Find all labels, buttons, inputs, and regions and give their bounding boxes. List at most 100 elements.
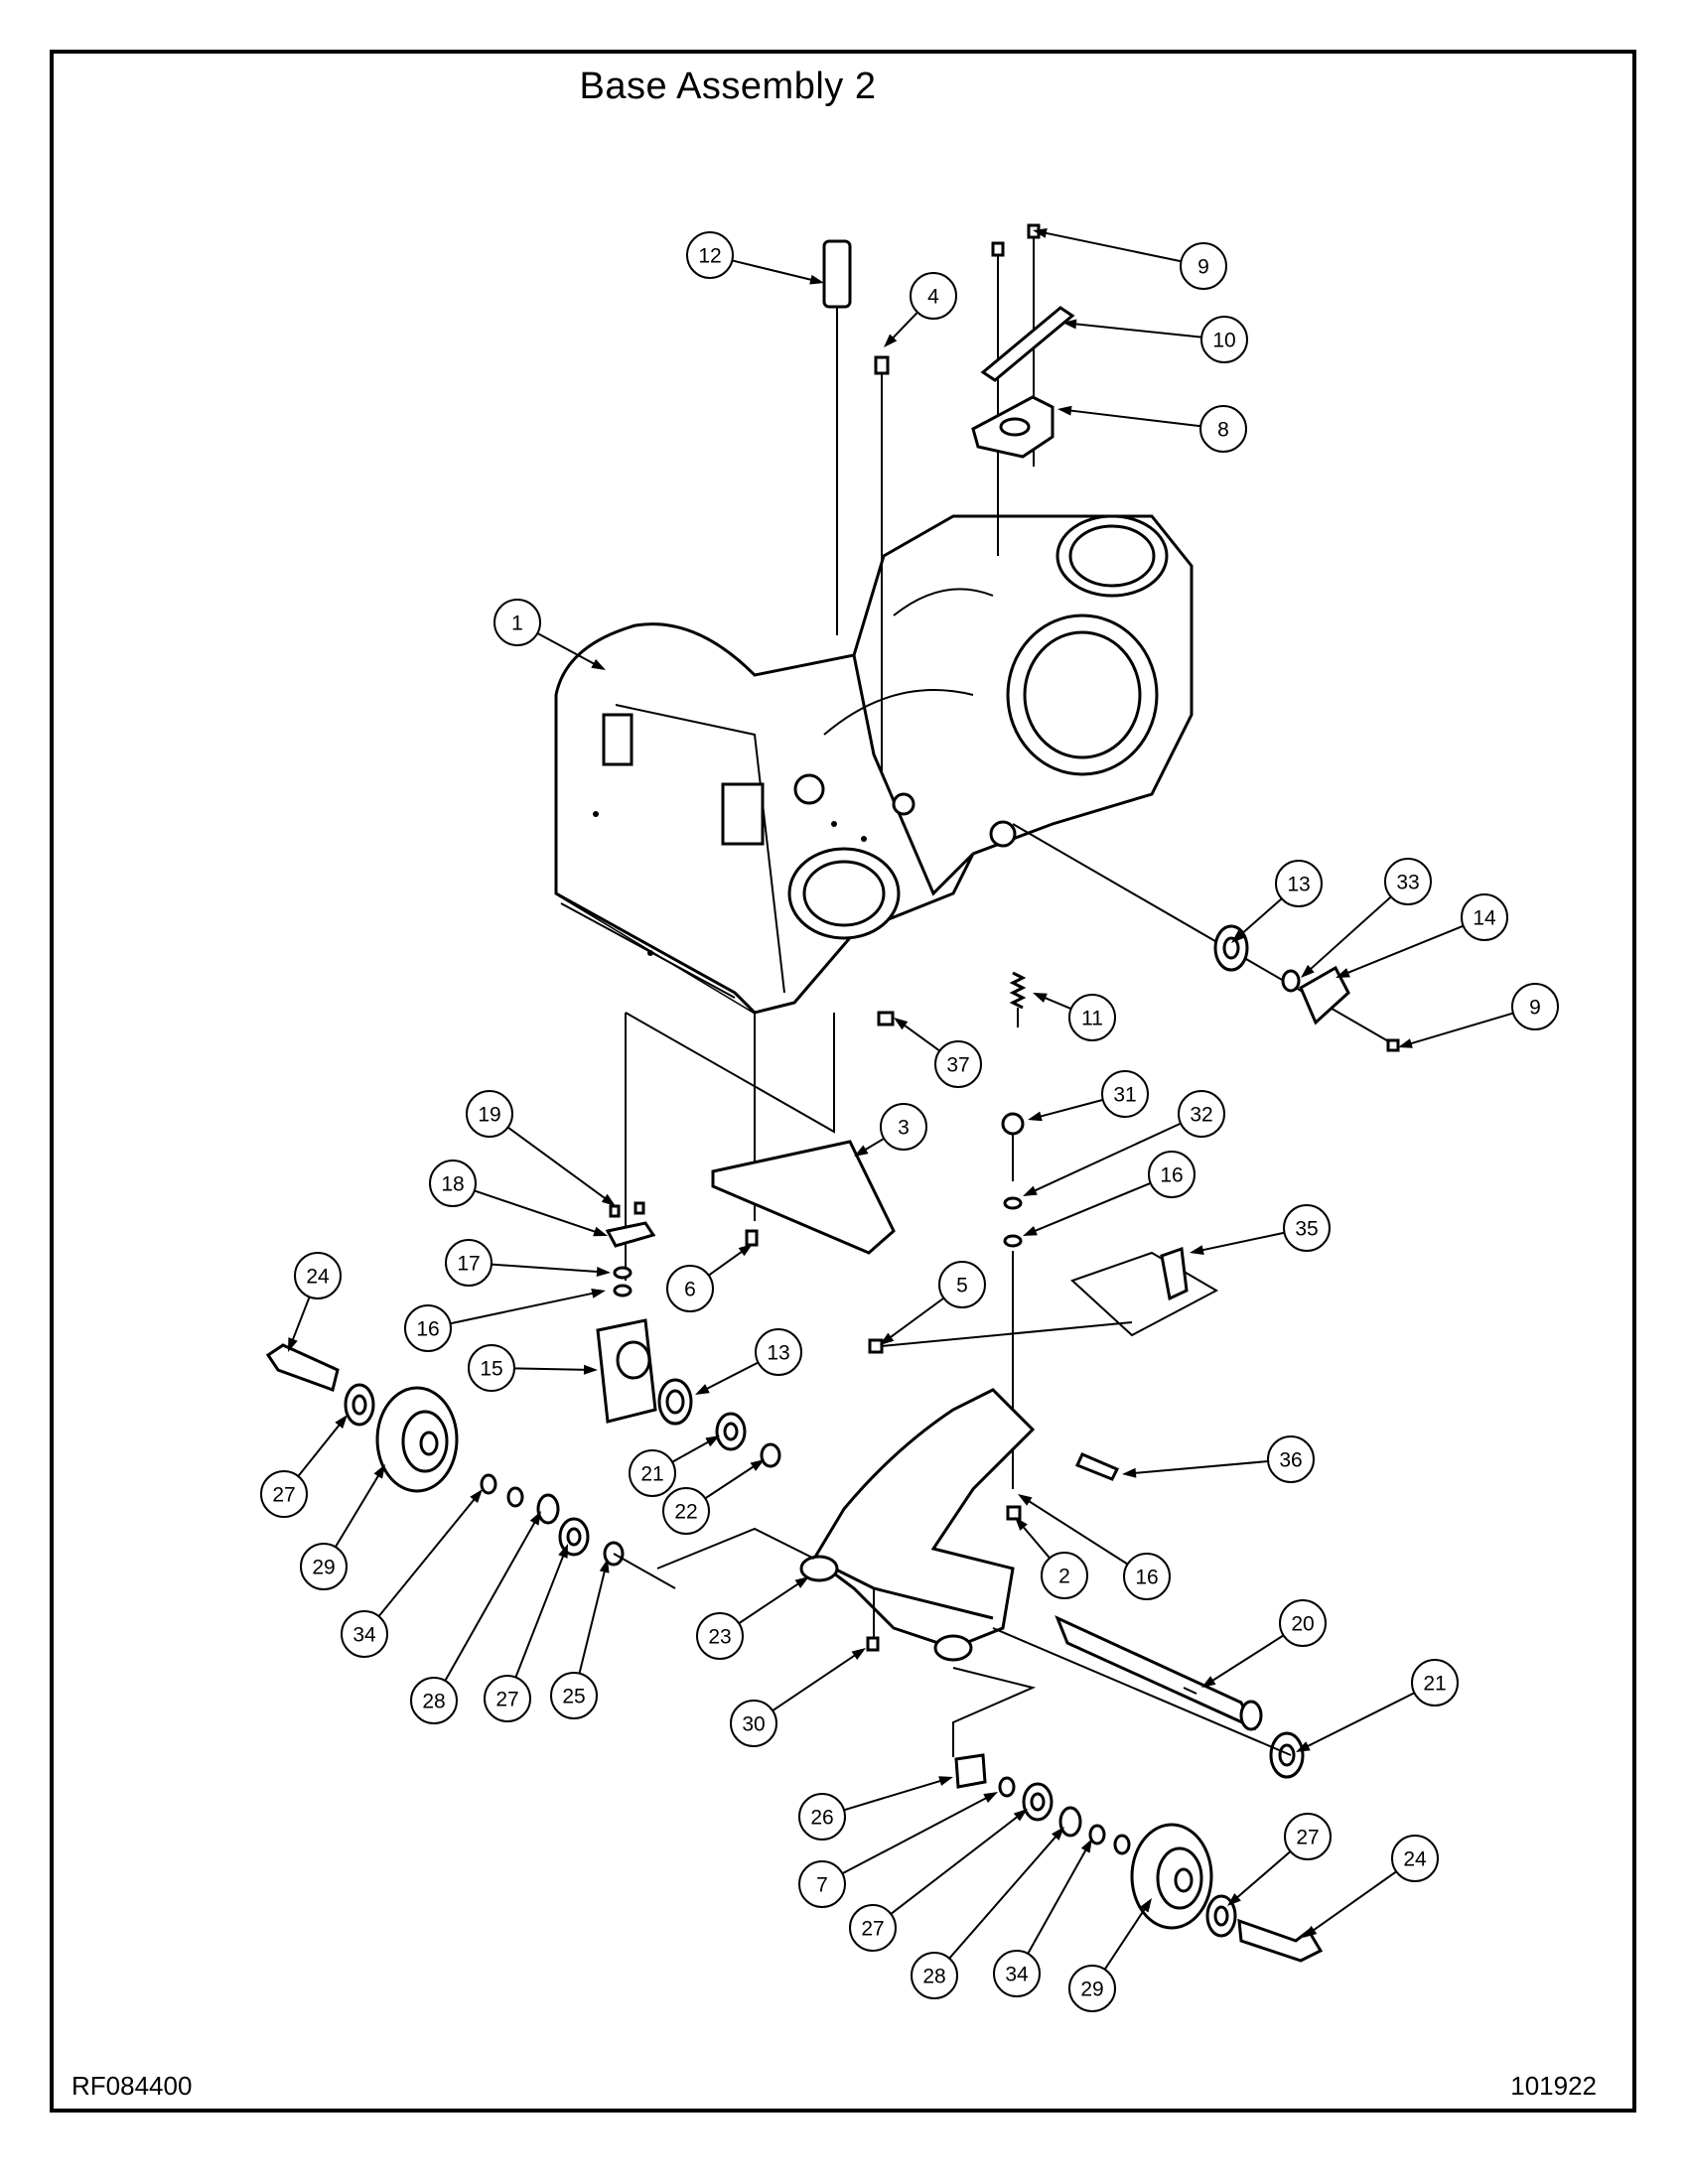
callout-bubble (1391, 1835, 1439, 1882)
callout-21: 21 (1296, 1659, 1459, 1752)
callout-6: 6 (666, 1244, 753, 1312)
left-wheel-stack (265, 1343, 781, 1589)
callout-29: 29 (1068, 1898, 1152, 2012)
callout-number: 14 (1473, 907, 1496, 930)
callout-bubble (1283, 1204, 1331, 1252)
callout-27: 27 (260, 1415, 348, 1518)
callout-arrowhead (1013, 1809, 1028, 1822)
callout-number: 29 (1080, 1979, 1103, 2001)
callout-13: 13 (1231, 860, 1323, 943)
callout-20: 20 (1201, 1599, 1327, 1688)
callout-number: 18 (441, 1173, 464, 1196)
callout-bubble (1068, 994, 1116, 1041)
callout-leader (708, 1248, 746, 1277)
callout-arrowhead (601, 1193, 616, 1206)
callout-leader (1198, 1231, 1285, 1252)
callout-bubble (1101, 1070, 1149, 1118)
callout-7: 7 (798, 1792, 998, 1908)
callout-leader (1407, 1012, 1514, 1046)
callout-9: 9 (1033, 227, 1227, 290)
callout-bubble (755, 1328, 802, 1376)
callout-bubble (484, 1675, 531, 1722)
callout-leader (1041, 995, 1072, 1011)
callout-number: 37 (946, 1054, 969, 1077)
callout-number: 27 (272, 1484, 295, 1507)
callout-leader (890, 311, 918, 341)
callout-arrowhead (1398, 1038, 1413, 1048)
callout-number: 35 (1295, 1218, 1318, 1241)
callout-number: 1 (511, 613, 523, 635)
callout-31: 31 (1028, 1070, 1149, 1122)
callout-arrowhead (1201, 1676, 1216, 1688)
callout-bubble (429, 1160, 477, 1207)
callout-leader (1131, 1460, 1269, 1475)
callout-arrowhead (1296, 1741, 1311, 1752)
callout-arrowhead (938, 1776, 953, 1786)
callout-29: 29 (300, 1464, 385, 1590)
callout-bubble (1068, 1965, 1116, 2012)
revision-code: 101922 (1510, 2071, 1597, 2101)
callout-bubble (1384, 858, 1432, 905)
callout-number: 33 (1396, 872, 1419, 894)
callout-bubble (686, 231, 734, 279)
callout-leader (887, 1297, 945, 1340)
callout-bubble (1284, 1813, 1332, 1860)
callout-number: 13 (767, 1342, 789, 1365)
callout-number: 23 (708, 1626, 731, 1649)
callout-arrowhead (591, 1289, 606, 1298)
callout-number: 11 (1081, 1008, 1103, 1030)
callout-arrowhead (1028, 1111, 1043, 1122)
callout-24: 24 (288, 1252, 342, 1352)
callout-27: 27 (484, 1544, 568, 1722)
callout-number: 24 (1403, 1848, 1427, 1871)
upper-components (822, 223, 1075, 774)
callout-bubble (294, 1252, 342, 1299)
callout-bubble (993, 1950, 1041, 1997)
callout-number: 9 (1529, 997, 1541, 1020)
callout-bubble (493, 599, 541, 646)
callout-leader (1037, 1098, 1104, 1119)
callout-25: 25 (550, 1559, 610, 1719)
callout-leader (1237, 897, 1283, 938)
drawing-number: RF084400 (71, 2071, 193, 2101)
callout-leader (1103, 1905, 1148, 1971)
callout-arrowhead (851, 1648, 866, 1660)
callout-bubble (1279, 1599, 1327, 1647)
callout-leader (1310, 1870, 1397, 1934)
callout-24: 24 (1303, 1835, 1439, 1938)
callout-arrowhead (884, 334, 898, 347)
callout-leader (1031, 1122, 1182, 1193)
callout-leader (491, 1263, 602, 1274)
callout-number: 26 (810, 1807, 833, 1830)
callout-35: 35 (1190, 1204, 1331, 1255)
callout-27: 27 (1227, 1813, 1332, 1906)
callout-bubble (445, 1239, 492, 1287)
callout-bubble (798, 1793, 846, 1841)
callout-number: 19 (478, 1104, 500, 1127)
callout-arrowhead (558, 1544, 568, 1559)
callout-bubble (1180, 242, 1227, 290)
callout-leader (671, 1439, 712, 1463)
callout-15: 15 (468, 1344, 598, 1392)
right-wheel-stack (952, 1667, 1324, 1963)
callout-arrowhead (894, 1018, 909, 1030)
callout-number: 34 (1005, 1964, 1029, 1986)
callout-leader (1208, 1634, 1285, 1684)
callout-arrowhead (1080, 1839, 1092, 1853)
callout-bubble (404, 1304, 452, 1352)
callout-leader (843, 1778, 944, 1812)
callout-leader (1025, 1498, 1129, 1566)
callout-bubble (1461, 893, 1508, 941)
callout-8: 8 (1057, 405, 1247, 453)
callout-arrowhead (809, 274, 824, 285)
callout-arrowhead (1122, 1467, 1137, 1478)
callout-bubble (910, 272, 957, 320)
callout-30: 30 (730, 1648, 866, 1747)
callout-14: 14 (1336, 893, 1508, 978)
callout-leader (513, 1367, 589, 1371)
callout-arrowhead (1231, 929, 1245, 943)
callout-leader (506, 1126, 609, 1201)
callout-leader (772, 1652, 859, 1711)
callout-bubble (466, 1090, 513, 1138)
